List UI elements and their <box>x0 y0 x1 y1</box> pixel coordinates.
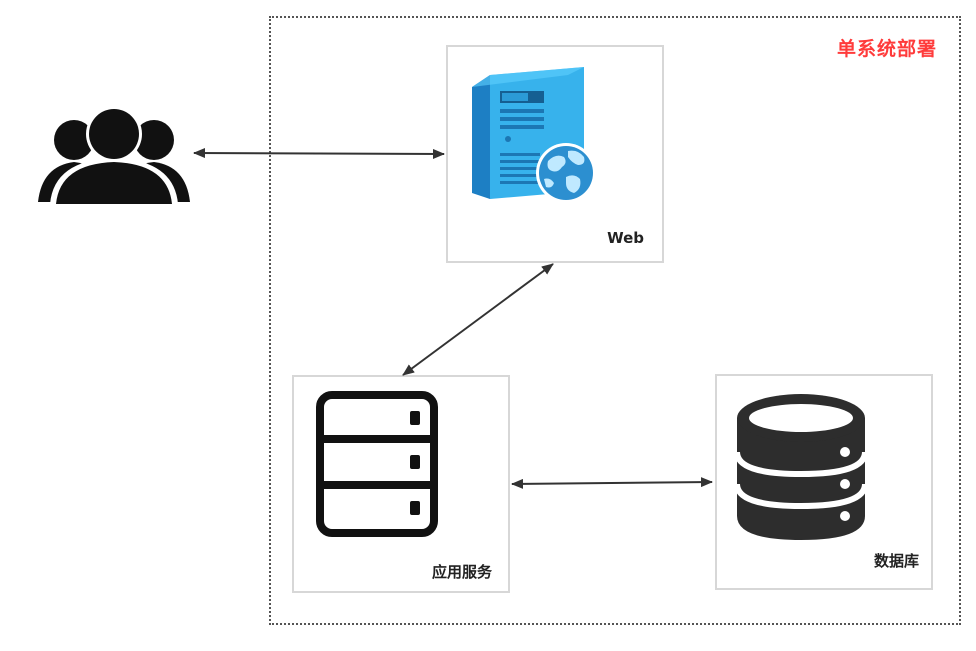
database-cylinder-icon <box>731 390 871 546</box>
database-node[interactable]: 数据库 <box>715 374 933 590</box>
web-server-globe-icon <box>468 65 600 205</box>
edge-web-app <box>402 263 554 376</box>
app-service-node-label: 应用服务 <box>431 563 492 581</box>
database-node-label: 数据库 <box>873 552 919 570</box>
users-group-icon <box>36 100 192 206</box>
web-node-label: Web <box>607 229 644 247</box>
app-service-node[interactable]: 应用服务 <box>292 375 510 593</box>
deployment-boundary: 单系统部署 <box>269 16 961 625</box>
edge-users-web <box>193 148 445 159</box>
web-node[interactable]: Web <box>446 45 664 263</box>
boundary-title: 单系统部署 <box>836 38 937 60</box>
edge-app-db <box>511 477 713 489</box>
server-rack-icon <box>316 391 438 537</box>
